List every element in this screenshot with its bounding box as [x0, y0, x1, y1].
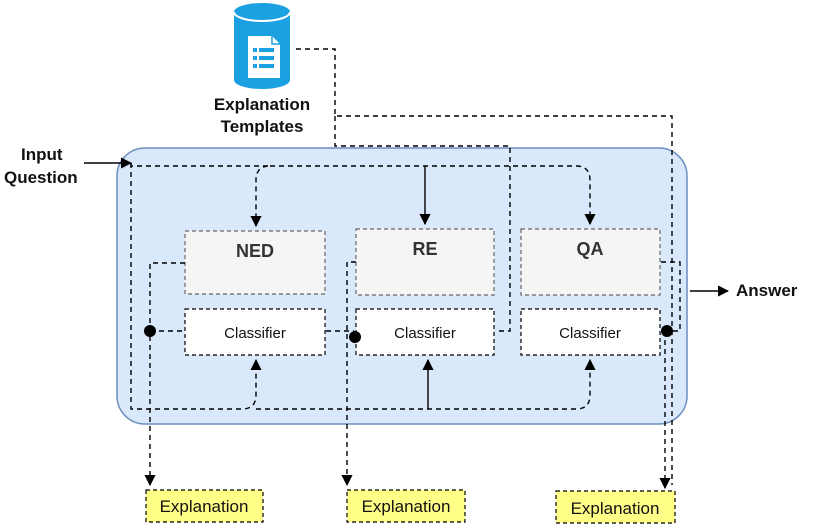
re-side-loop: [341, 261, 356, 487]
junction-dot-re: [349, 331, 361, 343]
input-label-line2: Question: [4, 168, 78, 187]
explanation-box-1: Explanation: [145, 489, 264, 523]
classifier-ned-label: Classifier: [224, 325, 286, 342]
classifier-qa-label: Classifier: [559, 325, 621, 342]
junction-dot-ned: [144, 325, 156, 337]
module-qa-title: QA: [577, 239, 604, 259]
input-label-line1: Input: [21, 145, 63, 164]
database-label-line2: Templates: [221, 117, 304, 136]
bottom-feedback-right: [256, 358, 596, 410]
module-re-title: RE: [412, 239, 437, 259]
answer-label: Answer: [736, 281, 798, 300]
classifier-re-label: Classifier: [394, 325, 456, 342]
classifier-ned-box: [184, 308, 326, 356]
junction-dot-qa: [661, 325, 673, 337]
bottom-feedback-line: [130, 163, 262, 410]
explanation-label-3: Explanation: [571, 499, 660, 518]
qa-side-loop: [661, 261, 681, 332]
module-qa: QA Classifier: [520, 228, 661, 356]
explanation-box-2: Explanation: [346, 489, 466, 523]
module-ned-title: NED: [236, 241, 274, 261]
input-to-qa-arrow: [270, 165, 596, 226]
explanation-label-1: Explanation: [160, 497, 249, 516]
templates-to-re-line: [334, 116, 511, 332]
module-re-box: [355, 228, 495, 296]
module-qa-box: [520, 228, 661, 296]
input-to-ned-arrow: [130, 163, 271, 228]
module-ned: NED Classifier: [184, 230, 326, 356]
explanation-label-2: Explanation: [362, 497, 451, 516]
database-label-line1: Explanation: [214, 95, 310, 114]
classifier-qa-box: [520, 308, 661, 356]
database-document-icon: [233, 3, 291, 89]
connector-lines: [84, 48, 730, 490]
explanation-box-3: Explanation: [555, 490, 676, 524]
module-re: RE Classifier: [355, 228, 495, 356]
ned-side-loop: [144, 262, 185, 487]
